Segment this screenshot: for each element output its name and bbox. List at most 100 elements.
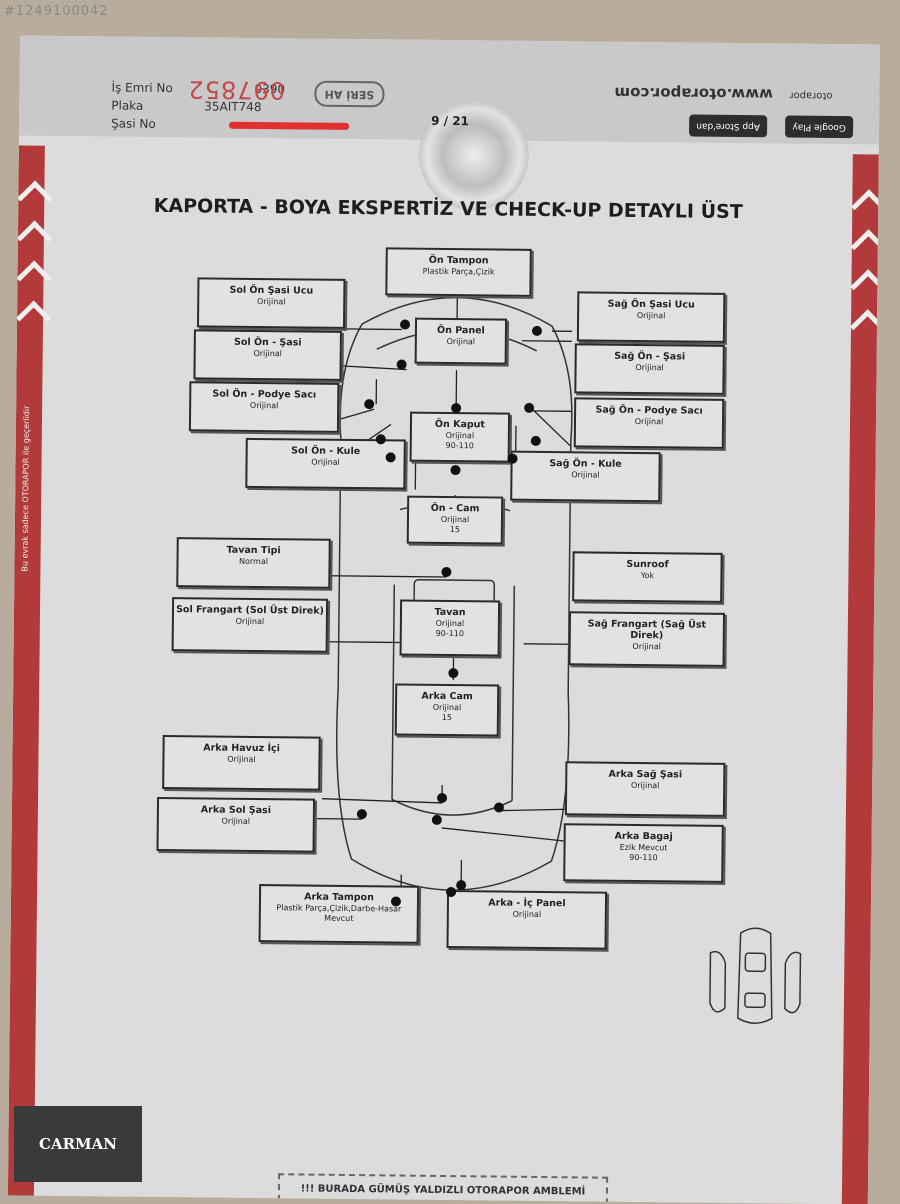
- part-status: Orijinal: [571, 641, 723, 652]
- part-name: Ön Panel: [417, 325, 505, 337]
- part-status: Orijinal: [191, 400, 337, 411]
- part-status: Orijinal: [196, 348, 340, 359]
- connector-dot: [451, 403, 461, 413]
- part-status: Ezik Mevcut: [566, 842, 722, 853]
- part-name: Ön - Cam: [409, 503, 501, 515]
- part-name: Tavan Tipi: [179, 544, 329, 557]
- part-name: Sağ Frangart (Sağ Üst Direk): [571, 618, 723, 642]
- part-detail: 90-110: [412, 441, 508, 451]
- part-status: Orijinal: [159, 816, 313, 827]
- car-icon: [700, 923, 811, 1034]
- part-status: Orijinal: [449, 909, 605, 920]
- carman-logo: CARMAN: [14, 1106, 142, 1182]
- connector-dot: [364, 399, 374, 409]
- part-name: Arka Bagaj: [566, 830, 722, 843]
- part-name: Sağ Ön - Şasi: [577, 350, 723, 363]
- part-status: Orijinal: [412, 431, 508, 441]
- part-status: Orijinal: [397, 702, 497, 712]
- part-name: Arka Sol Şasi: [159, 804, 313, 817]
- part-status: Orijinal: [577, 362, 723, 373]
- connector-dot: [450, 465, 460, 475]
- connector-dot: [494, 803, 504, 813]
- part-box: Sağ Frangart (Sağ Üst Direk)Orijinal: [568, 611, 725, 667]
- connector-dot: [508, 454, 518, 464]
- part-name: Sol Ön - Podye Sacı: [191, 388, 337, 401]
- report-sheet: Bu evrak sadece OTORAPOR ile geçerlidir …: [8, 35, 880, 1204]
- part-name: Sağ Ön Şasi Ucu: [579, 298, 723, 311]
- connector-dot: [448, 668, 458, 678]
- part-detail: 90-110: [565, 852, 721, 863]
- part-name: Ön Tampon: [388, 254, 530, 266]
- connector-dot: [441, 567, 451, 577]
- part-status: Orijinal: [174, 616, 326, 627]
- part-detail: 90-110: [402, 629, 498, 639]
- connector-dot: [524, 403, 534, 413]
- connector-dot: [456, 880, 466, 890]
- connector-dot: [397, 359, 407, 369]
- connector-dot: [446, 887, 456, 897]
- part-name: Sol Frangart (Sol Üst Direk): [174, 604, 326, 617]
- footer-notice: !!! BURADA GÜMÜŞ YALDIZLI OTORAPOR AMBLE…: [277, 1173, 608, 1204]
- connector-dot: [376, 434, 386, 444]
- part-name: Arka Cam: [397, 690, 497, 702]
- connector-dot: [357, 809, 367, 819]
- part-detail: 15: [397, 712, 497, 722]
- part-status: Orijinal: [164, 754, 318, 765]
- part-status: Orijinal: [512, 470, 658, 481]
- part-status: Orijinal: [579, 310, 723, 321]
- part-name: Arka - İç Panel: [449, 897, 605, 910]
- part-status: Orijinal: [417, 337, 505, 347]
- connector-dot: [386, 452, 396, 462]
- part-status: Orijinal: [199, 296, 343, 307]
- part-name: Sağ Ön - Kule: [513, 458, 659, 471]
- part-status: Orijinal: [567, 780, 723, 791]
- part-name: Arka Sağ Şasi: [567, 768, 723, 781]
- part-name: Sol Ön - Şasi: [196, 336, 340, 349]
- connector-dot: [432, 815, 442, 825]
- part-detail: Mevcut: [261, 913, 417, 924]
- part-status: Orijinal: [248, 457, 404, 468]
- part-box: Sol Frangart (Sol Üst Direk)Orijinal: [172, 597, 329, 653]
- part-status: Orijinal: [402, 619, 498, 629]
- part-status: Orijinal: [409, 515, 501, 525]
- part-name: Ön Kaput: [412, 419, 508, 431]
- part-status: Yok: [574, 570, 720, 581]
- part-status: Orijinal: [576, 416, 722, 427]
- connector-dot: [531, 436, 541, 446]
- part-name: Sunroof: [574, 558, 720, 571]
- connector-dot: [532, 326, 542, 336]
- watermark-id: #1249100042: [4, 4, 109, 19]
- connector-dot: [437, 793, 447, 803]
- part-status: Normal: [178, 556, 328, 567]
- part-name: Arka Havuz İçi: [165, 742, 319, 755]
- part-name: Sol Ön Şasi Ucu: [199, 284, 343, 297]
- part-name: Sol Ön - Kule: [248, 445, 404, 458]
- connector-dot: [400, 319, 410, 329]
- part-status: Plastik Parça,Çizik: [388, 266, 530, 276]
- part-detail: 15: [409, 525, 501, 535]
- part-name: Tavan: [402, 607, 498, 619]
- connector-dot: [391, 896, 401, 906]
